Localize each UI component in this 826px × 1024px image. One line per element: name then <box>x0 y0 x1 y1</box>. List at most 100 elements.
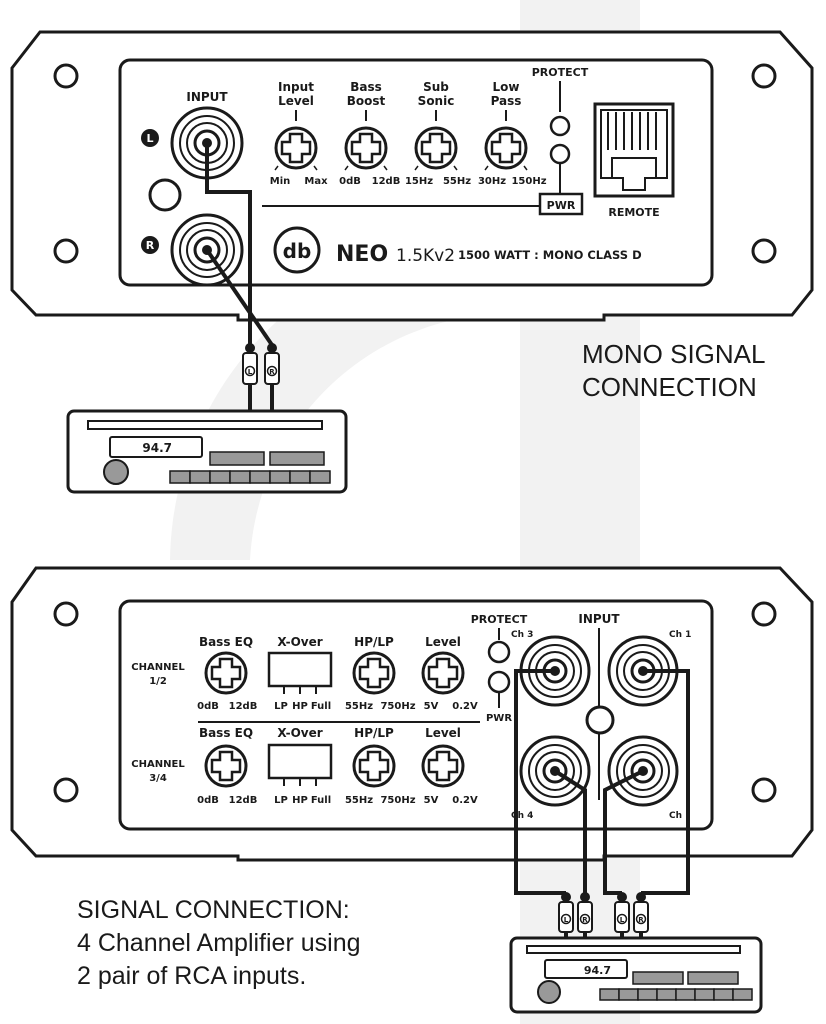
ground-hole <box>148 178 182 212</box>
knob-max: 750Hz <box>380 795 415 806</box>
caption-line: 2 pair of RCA inputs. <box>77 962 307 990</box>
input-label: INPUT <box>186 90 228 104</box>
head-unit-2: 94.7 <box>509 936 763 1014</box>
knob-label: Input <box>278 80 314 94</box>
switch-option: Full <box>311 701 331 712</box>
cd-slot <box>87 420 323 430</box>
knob-input-level[interactable]: Input Level Min Max <box>270 80 328 187</box>
rca-plug: R <box>633 892 649 933</box>
knob-sub-sonic[interactable]: Sub Sonic 15Hz 55Hz <box>405 80 471 187</box>
knob-min: 15Hz <box>405 176 433 187</box>
knob-hplp-ch12[interactable]: HP/LP 55Hz 750Hz <box>345 635 416 712</box>
volume-knob[interactable] <box>537 980 561 1004</box>
ch3-label: Ch 3 <box>511 630 533 640</box>
caption-line: SIGNAL CONNECTION: <box>77 896 350 924</box>
knob-level-ch34[interactable]: Level 5V 0.2V <box>421 726 478 806</box>
knob-level-ch12[interactable]: Level 5V 0.2V <box>421 635 478 712</box>
ch4-label: Ch 4 <box>511 811 533 821</box>
rca-plug-left: L <box>242 343 258 385</box>
plug-label: R <box>582 916 588 924</box>
knob-label: Bass <box>350 80 382 94</box>
left-badge <box>141 129 159 147</box>
mount-hole <box>751 238 777 264</box>
model-name: 1.5Kv2 <box>396 246 455 266</box>
volume-knob[interactable] <box>103 459 129 485</box>
knob-max: 0.2V <box>452 701 478 712</box>
display <box>109 436 203 458</box>
knob-min: 0dB <box>197 701 219 712</box>
channel-label: 1/2 <box>149 676 167 687</box>
four-channel-amplifier: CHANNEL 1/2 Bass EQ 0dB 12dB X-Over LP H… <box>10 566 814 862</box>
plug-label: R <box>269 368 275 376</box>
rca-cables-4ch <box>514 669 690 940</box>
knob-max: Max <box>304 176 328 187</box>
power-led <box>487 670 511 694</box>
knob-label: Level <box>278 94 314 108</box>
power-rating: 1500 WATT : MONO CLASS D <box>458 248 642 262</box>
caption-line: CONNECTION <box>582 372 757 402</box>
xover-switch-ch34[interactable]: X-Over LP HP Full <box>267 726 333 806</box>
rca-plug: L <box>614 892 630 933</box>
rca-plug: R <box>577 892 593 933</box>
knob-low-pass[interactable]: Low Pass 30Hz 150Hz <box>478 80 547 187</box>
knob-label: Sub <box>423 80 449 94</box>
pwr-label: PWR <box>547 199 576 212</box>
knob-min: 5V <box>424 795 439 806</box>
right-badge <box>141 236 159 254</box>
input-label: INPUT <box>578 612 620 626</box>
knob-bass-eq-ch12[interactable]: Bass EQ 0dB 12dB <box>197 635 257 712</box>
mount-hole <box>751 777 777 803</box>
rca-plug-right: R <box>264 343 280 385</box>
mono-amplifier: INPUT L R Input Level M <box>10 30 814 322</box>
mount-hole <box>751 63 777 89</box>
protect-led <box>549 115 571 137</box>
plug-label: R <box>638 916 644 924</box>
knob-label: Low <box>493 80 520 94</box>
switch-option: Full <box>311 795 331 806</box>
knob-max: 12dB <box>229 795 258 806</box>
knob-label: Level <box>425 635 461 649</box>
caption-line: 4 Channel Amplifier using <box>77 929 361 957</box>
preset-buttons <box>169 470 331 484</box>
knob-label: Bass EQ <box>199 726 253 740</box>
caption-line: MONO SIGNAL <box>582 339 766 369</box>
remote-port[interactable] <box>593 102 675 198</box>
knob-label: HP/LP <box>354 726 394 740</box>
channel-label: CHANNEL <box>131 759 185 770</box>
power-led <box>549 143 571 165</box>
plug-label: L <box>248 368 253 376</box>
knob-min: 0dB <box>197 795 219 806</box>
plug-label: L <box>620 916 625 924</box>
channel-label: CHANNEL <box>131 662 185 673</box>
display-text: 94.7 <box>584 964 611 977</box>
switch-option: LP <box>274 795 288 806</box>
knob-hplp-ch34[interactable]: HP/LP 55Hz 750Hz <box>345 726 416 806</box>
left-badge-text: L <box>146 132 153 145</box>
knob-min: 55Hz <box>345 701 373 712</box>
knob-bass-eq-ch34[interactable]: Bass EQ 0dB 12dB <box>197 726 257 806</box>
protect-led <box>487 640 511 664</box>
protect-label: PROTECT <box>471 613 528 626</box>
brand-name: NEO <box>336 242 388 267</box>
xover-switch-ch12[interactable]: X-Over LP HP Full <box>267 635 333 712</box>
knob-label: Level <box>425 726 461 740</box>
knob-label: HP/LP <box>354 635 394 649</box>
cd-slot <box>526 945 741 954</box>
knob-bass-boost[interactable]: Bass Boost 0dB 12dB <box>339 80 400 187</box>
display-text: 94.7 <box>142 441 172 455</box>
knob-min: 55Hz <box>345 795 373 806</box>
knob-min: 30Hz <box>478 176 506 187</box>
protect-label: PROTECT <box>532 66 589 79</box>
four-channel-caption: SIGNAL CONNECTION: 4 Channel Amplifier u… <box>77 894 361 993</box>
ch1-label: Ch 1 <box>669 630 691 640</box>
ch2-label: Ch <box>669 811 682 821</box>
mount-hole <box>53 777 79 803</box>
knob-label: Bass EQ <box>199 635 253 649</box>
knob-max: 55Hz <box>443 176 471 187</box>
display <box>544 959 628 979</box>
switch-option: LP <box>274 701 288 712</box>
db-logo: db <box>273 226 321 274</box>
knob-label: Sonic <box>418 94 455 108</box>
logo-text: db <box>283 239 312 263</box>
